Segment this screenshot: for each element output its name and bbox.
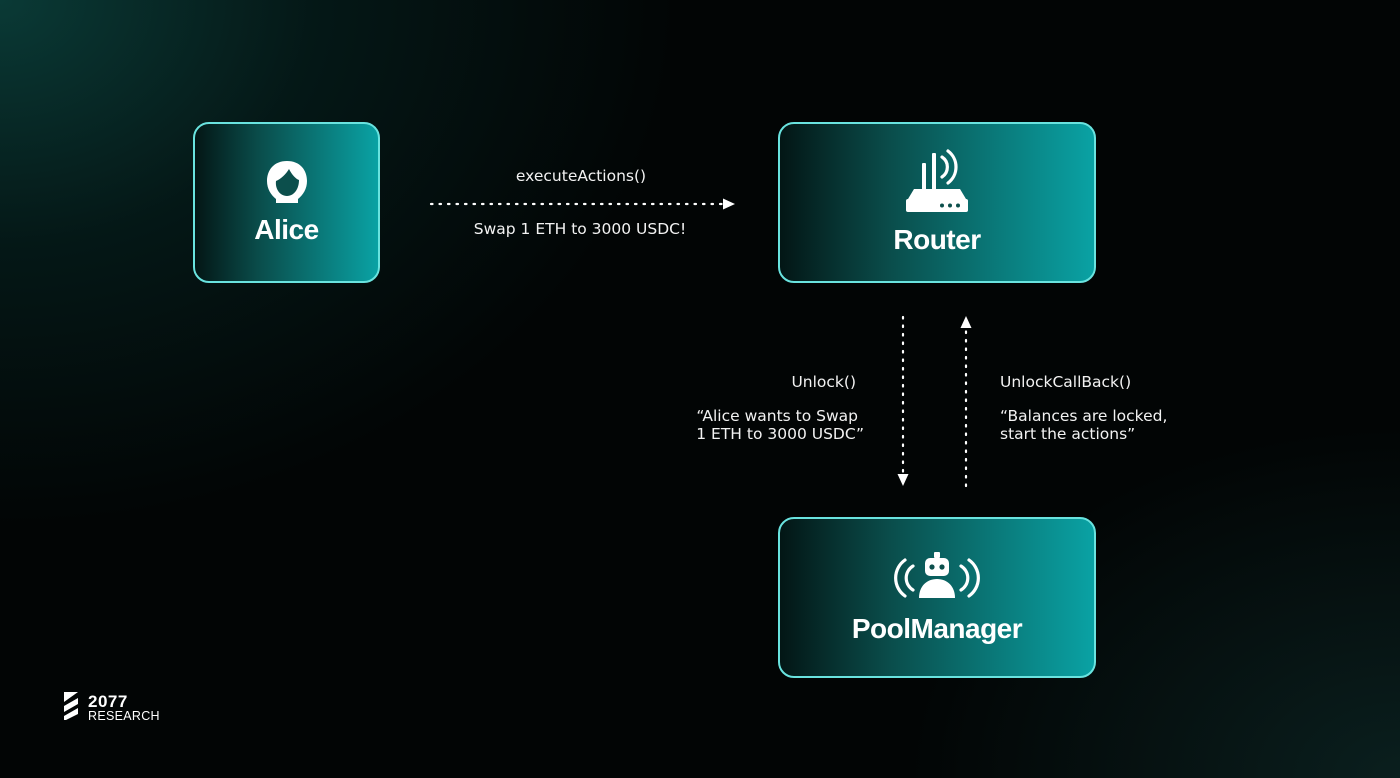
router-node: Router [778, 122, 1096, 283]
unlock-note-line2: 1 ETH to 3000 USDC” [696, 425, 864, 443]
unlock-callback-note-line2: start the actions” [1000, 425, 1136, 443]
logo-mark-icon [62, 690, 80, 727]
arrow-execute-actions [429, 198, 735, 210]
unlock-callback-label: UnlockCallBack() [1000, 373, 1132, 391]
pool-manager-node: PoolManager [778, 517, 1096, 678]
execute-actions-label: executeActions() [515, 167, 647, 185]
logo-text: RESEARCH [88, 708, 160, 723]
arrow-unlock-callback [960, 316, 972, 488]
logo-number: 2077 [88, 691, 128, 711]
router-icon [900, 149, 974, 220]
user-icon [262, 159, 312, 210]
execute-actions-note: Swap 1 ETH to 3000 USDC! [473, 220, 687, 238]
alice-node: Alice [193, 122, 380, 283]
robot-icon [889, 550, 985, 609]
alice-label: Alice [254, 214, 319, 245]
unlock-callback-note-line1: “Balances are locked, [1000, 407, 1168, 425]
arrow-unlock [897, 315, 909, 486]
pool-manager-label: PoolManager [851, 613, 1023, 644]
router-label: Router [893, 224, 981, 255]
unlock-label: Unlock() [791, 373, 856, 391]
brand-logo: 2077 RESEARCH [62, 690, 160, 727]
unlock-note-line1: “Alice wants to Swap [696, 407, 858, 425]
